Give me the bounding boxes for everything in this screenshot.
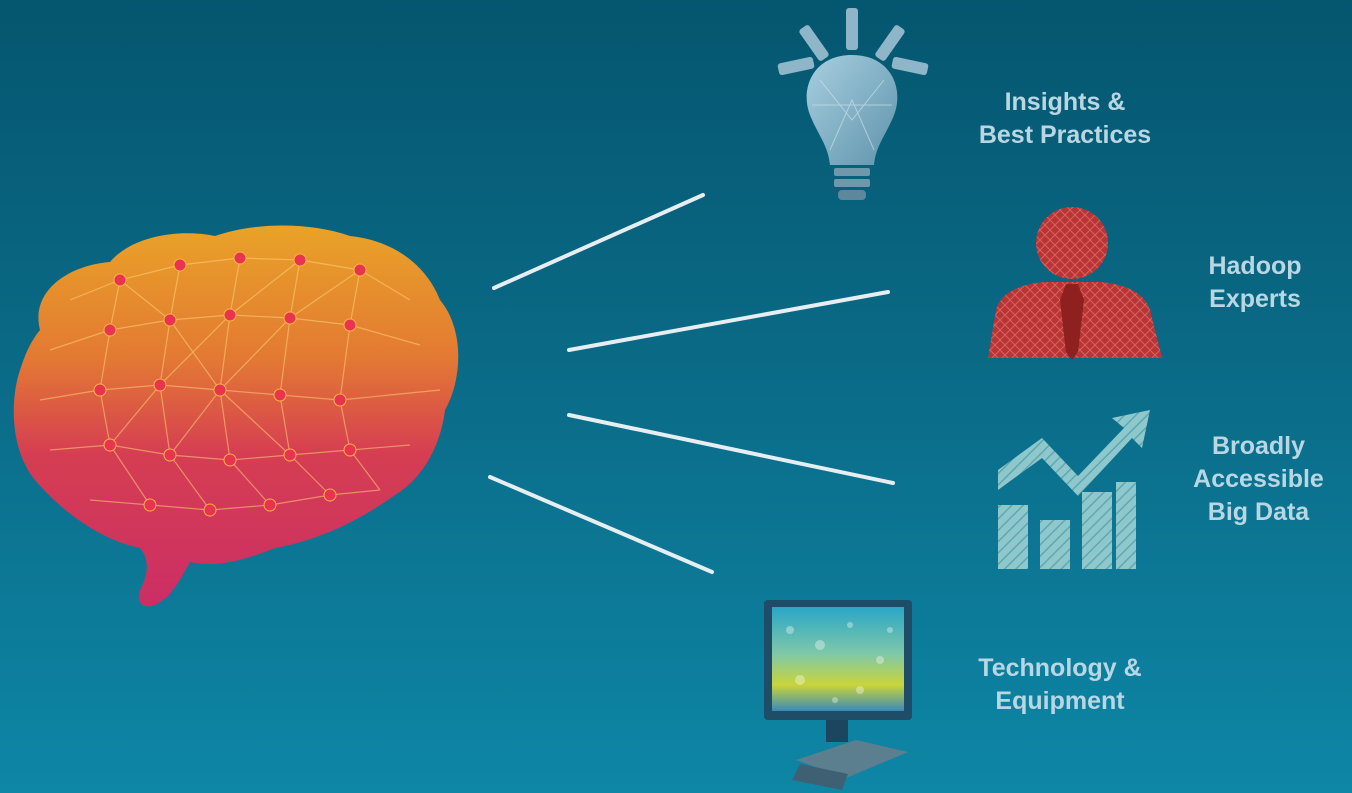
label-line: Big Data [1207,498,1310,526]
label-line: Accessible [1193,465,1324,493]
lightbulb-icon [777,8,929,200]
connector-line-insights [492,193,705,290]
label-insights-best-practices: Insights & Best Practices [940,86,1190,152]
connectors [488,193,895,574]
label-line: Experts [1209,285,1301,313]
connector-line-bigdata [567,413,895,485]
growth-chart-icon [998,410,1150,569]
person-icon [988,207,1162,360]
label-technology-equipment: Technology & Equipment [920,652,1200,718]
label-line: Broadly [1211,432,1306,460]
label-line: Hadoop [1208,252,1302,280]
label-broadly-accessible-big-data: Broadly Accessible Big Data [1165,430,1352,529]
computer-monitor-icon [764,600,912,790]
label-hadoop-experts: Hadoop Experts [1190,250,1320,316]
label-line: Equipment [995,687,1125,715]
connector-line-tech [488,475,714,574]
connector-line-hadoop [567,290,890,352]
label-line: Best Practices [978,121,1152,149]
label-line: Insights & [1004,88,1126,116]
brain-network-icon [13,225,459,607]
label-line: Technology & [978,654,1142,682]
